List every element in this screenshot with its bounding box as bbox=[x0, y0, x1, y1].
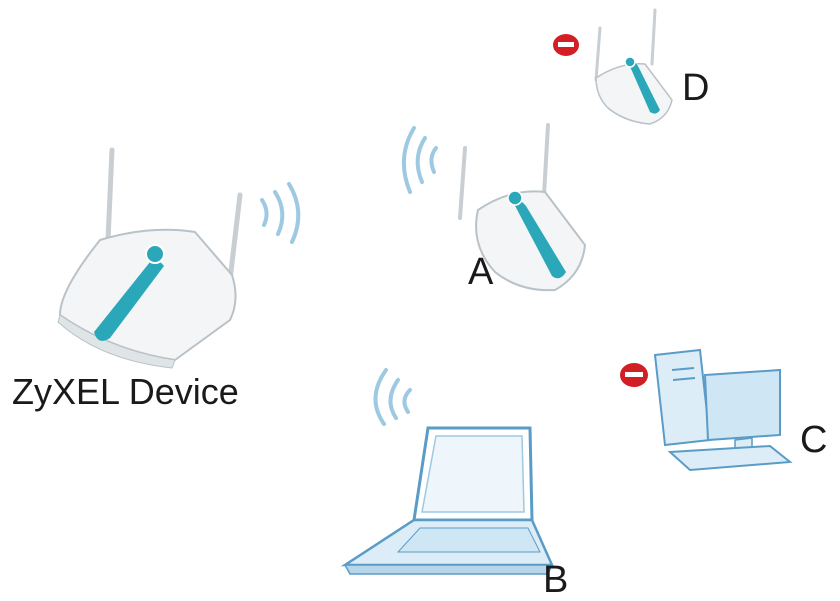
device-d-label: D bbox=[682, 67, 709, 109]
device-b bbox=[340, 368, 554, 575]
device-d bbox=[553, 8, 673, 125]
device-c-label: C bbox=[800, 419, 827, 461]
blocked-sign-icon bbox=[553, 34, 579, 56]
zyxel-device-label: ZyXEL Device bbox=[12, 371, 239, 412]
device-b-label: B bbox=[543, 559, 568, 601]
desktop-computer-icon bbox=[653, 348, 793, 472]
laptop-icon bbox=[340, 426, 554, 575]
device-c bbox=[620, 348, 793, 472]
device-a bbox=[401, 123, 587, 292]
blocked-sign-icon bbox=[620, 363, 648, 387]
wifi-signal-icon bbox=[373, 368, 412, 426]
wifi-signal-icon bbox=[401, 126, 438, 194]
zyxel-device bbox=[57, 147, 301, 369]
device-a-label: A bbox=[468, 251, 494, 293]
wifi-signal-icon bbox=[260, 182, 301, 244]
